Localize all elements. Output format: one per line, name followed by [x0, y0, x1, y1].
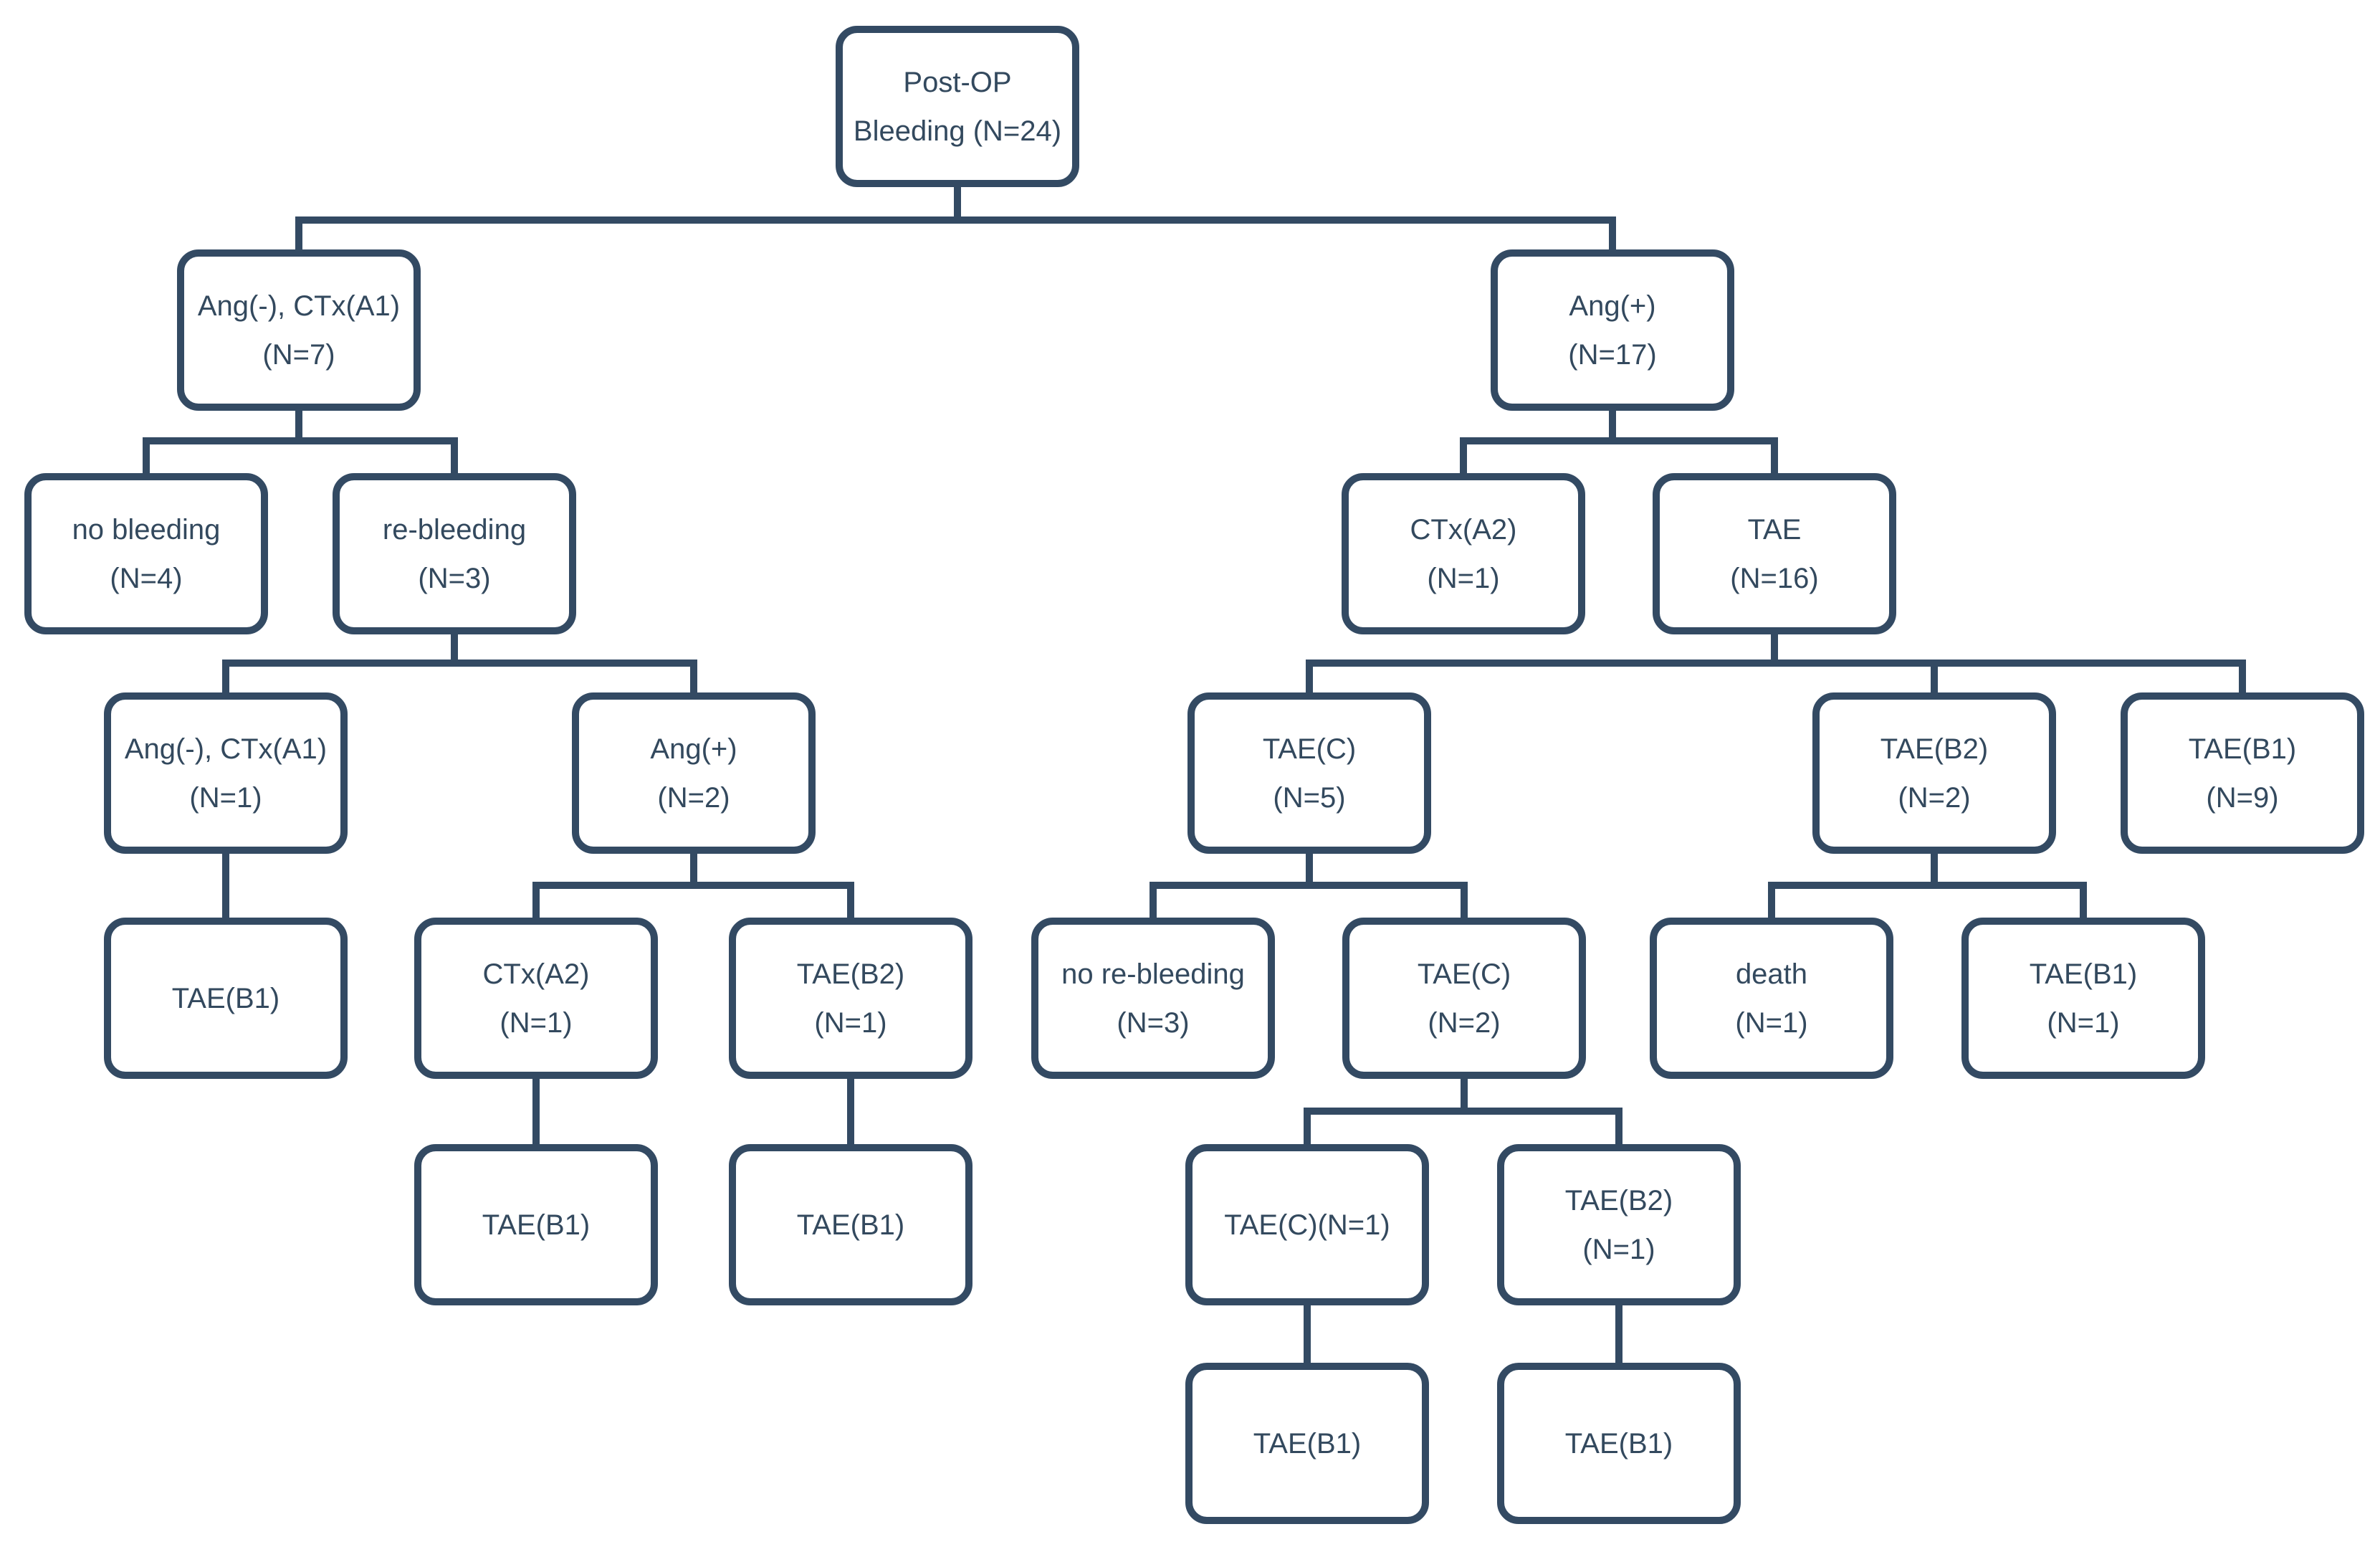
node-label: no re-bleeding [1061, 958, 1245, 990]
node-tae-b2-n2: TAE(B2) (N=2) [1812, 692, 2056, 854]
node-label: TAE(B1) [171, 982, 280, 1014]
node-label: (N=1) [1735, 1006, 1808, 1039]
node-label: TAE(B2) [796, 958, 905, 990]
node-label: (N=1) [2047, 1006, 2120, 1039]
node-tae-c-n1: TAE(C)(N=1) [1185, 1144, 1429, 1305]
node-ang-pos-n17: Ang(+) (N=17) [1491, 249, 1734, 411]
node-label: no bleeding [72, 513, 221, 546]
node-label: TAE(C) [1417, 958, 1511, 990]
node-label: Ang(+) [1569, 290, 1656, 322]
node-label: (N=7) [262, 338, 335, 371]
node-label: CTx(A2) [1410, 513, 1517, 546]
node-label: TAE(B2) [1880, 733, 1989, 765]
node-tae-b1-n9: TAE(B1) (N=9) [2121, 692, 2364, 854]
node-label: (N=1) [189, 781, 262, 814]
node-no-bleeding-n4: no bleeding (N=4) [24, 473, 268, 634]
node-label: TAE(B1) [2188, 733, 2297, 765]
node-label: (N=1) [500, 1006, 573, 1039]
node-tae-b1-n1: TAE(B1) (N=1) [1961, 918, 2205, 1079]
node-tae-b1-after-tae-b2: TAE(B1) [729, 1144, 972, 1305]
node-label: CTx(A2) [482, 958, 590, 990]
node-label: (N=2) [657, 781, 730, 814]
node-tae-b2-n1-rebleed: TAE(B2) (N=1) [729, 918, 972, 1079]
node-label: (N=3) [418, 562, 491, 594]
node-death-n1: death (N=1) [1650, 918, 1893, 1079]
node-label: (N=4) [110, 562, 183, 594]
node-label: TAE(B2) [1564, 1184, 1673, 1217]
node-label: Post-OP [903, 66, 1012, 98]
node-label: (N=2) [1428, 1006, 1501, 1039]
node-label: (N=9) [2206, 781, 2279, 814]
node-no-re-bleeding-n3: no re-bleeding (N=3) [1031, 918, 1275, 1079]
node-tae-c-n5: TAE(C) (N=5) [1187, 692, 1431, 854]
node-label: (N=3) [1117, 1006, 1190, 1039]
node-label: TAE(B1) [1253, 1427, 1362, 1460]
node-label: Ang(+) [650, 733, 737, 765]
node-label: (N=16) [1730, 562, 1819, 594]
node-label: death [1735, 958, 1808, 990]
node-tae-b1-after-ctx-a1: TAE(B1) [104, 918, 348, 1079]
node-re-bleeding-n3: re-bleeding (N=3) [333, 473, 576, 634]
node-label: TAE(B1) [796, 1209, 905, 1241]
node-label: (N=17) [1568, 338, 1657, 371]
node-label: (N=1) [1427, 562, 1500, 594]
node-ang-pos-n2: Ang(+) (N=2) [572, 692, 816, 854]
node-tae-c-n2: TAE(C) (N=2) [1342, 918, 1586, 1079]
node-label: re-bleeding [382, 513, 527, 546]
node-label: Ang(-), CTx(A1) [124, 733, 328, 765]
node-label: (N=1) [814, 1006, 887, 1039]
node-label: TAE(C) [1262, 733, 1357, 765]
node-label: TAE(B1) [1564, 1427, 1673, 1460]
node-tae-n16: TAE (N=16) [1653, 473, 1896, 634]
node-ang-neg-ctx-a1-n1: Ang(-), CTx(A1) (N=1) [104, 692, 348, 854]
node-tae-b1-after-tae-c: TAE(B1) [1185, 1363, 1429, 1524]
node-post-op-bleeding-n24: Post-OP Bleeding (N=24) [836, 26, 1079, 187]
node-ctx-a2-n1: CTx(A2) (N=1) [1342, 473, 1585, 634]
node-ang-neg-ctx-a1-n7: Ang(-), CTx(A1) (N=7) [177, 249, 421, 411]
node-label: TAE(B1) [2029, 958, 2138, 990]
node-label: Ang(-), CTx(A1) [197, 290, 401, 322]
node-label: (N=5) [1273, 781, 1346, 814]
node-tae-b1-after-ctx-a2: TAE(B1) [414, 1144, 658, 1305]
node-tae-b2-n1-second: TAE(B2) (N=1) [1497, 1144, 1741, 1305]
node-tae-b1-after-tae-b2-2: TAE(B1) [1497, 1363, 1741, 1524]
node-label: TAE(C)(N=1) [1224, 1209, 1390, 1241]
node-ctx-a2-n1-rebleed: CTx(A2) (N=1) [414, 918, 658, 1079]
node-label: TAE(B1) [482, 1209, 591, 1241]
node-label: (N=2) [1898, 781, 1971, 814]
node-label: Bleeding (N=24) [853, 115, 1062, 147]
node-label: (N=1) [1582, 1233, 1655, 1265]
node-label: TAE [1747, 513, 1802, 546]
